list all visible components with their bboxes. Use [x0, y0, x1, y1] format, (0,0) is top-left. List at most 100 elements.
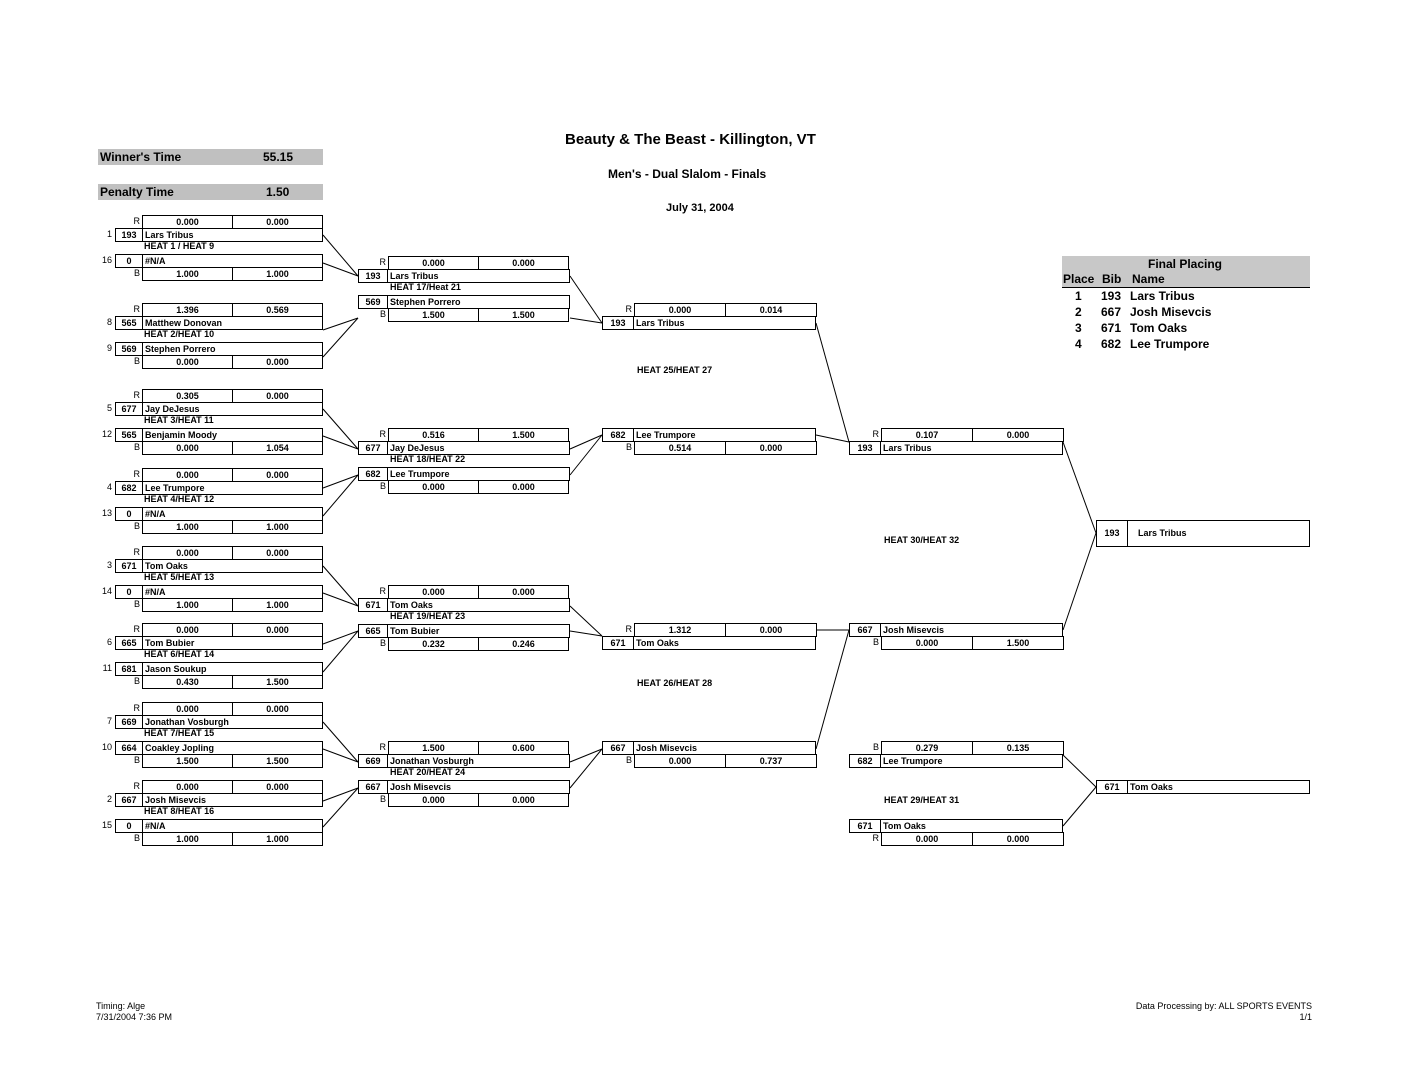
lane-label: B	[133, 442, 140, 452]
name-cell: Lars Tribus	[387, 269, 570, 283]
placing-place: 1	[1075, 289, 1082, 303]
bracket-connector	[322, 317, 359, 331]
seed-number: 10	[101, 742, 112, 752]
lane-label: R	[872, 833, 880, 843]
time-cell-run2: 0.000	[232, 355, 323, 369]
bracket-connector	[1062, 532, 1097, 631]
lane-label: R	[379, 429, 387, 439]
heat-label: HEAT 19/HEAT 23	[390, 611, 466, 621]
time-cell-run2: 1.500	[478, 308, 569, 322]
bracket-connector	[322, 435, 359, 450]
heat-label: HEAT 4/HEAT 12	[144, 494, 215, 504]
name-cell: Jay DeJesus	[142, 402, 323, 416]
lane-label: R	[379, 742, 387, 752]
name-cell: Tom Oaks	[633, 636, 816, 650]
lane-label: B	[133, 676, 140, 686]
lane-label: R	[625, 624, 633, 634]
heat-label: HEAT 20/HEAT 24	[390, 767, 466, 777]
placing-name: Tom Oaks	[1130, 321, 1188, 335]
bracket-connector	[569, 630, 603, 637]
heat-label: HEAT 18/HEAT 22	[390, 454, 466, 464]
final-placing-col-name: Name	[1132, 272, 1165, 286]
seed-number: 5	[106, 403, 112, 413]
bracket-connector	[569, 605, 603, 637]
name-cell: Lars Tribus	[880, 441, 1063, 455]
bib-cell: 193	[849, 441, 881, 455]
winners-time-box: Winner's Time 55.15	[98, 149, 323, 165]
name-cell: Lars Tribus	[142, 228, 323, 242]
lane-label: R	[133, 469, 141, 479]
time-cell-run1: 1.000	[142, 598, 233, 612]
bracket-connector	[569, 434, 603, 450]
champion-bib: 193	[1096, 520, 1128, 547]
time-cell-run2: 1.000	[232, 832, 323, 846]
time-cell-run2: 0.000	[478, 793, 569, 807]
bracket-connector	[1062, 441, 1097, 534]
time-cell-run2: 1.000	[232, 520, 323, 534]
placing-place: 3	[1075, 321, 1082, 335]
final-placing-header: Final Placing Place Bib Name	[1062, 256, 1310, 288]
placing-name: Lars Tribus	[1130, 289, 1195, 303]
lane-label: R	[872, 429, 880, 439]
timing-text: Timing: Alge	[96, 1001, 146, 1011]
heat-label: HEAT 8/HEAT 16	[144, 806, 215, 816]
bib-cell: 682	[602, 428, 634, 442]
lane-label: B	[133, 356, 140, 366]
bib-cell: 565	[115, 316, 143, 330]
bracket-connector	[322, 787, 359, 802]
bracket-connector	[1062, 786, 1097, 827]
lane-label: R	[379, 586, 387, 596]
placing-place: 4	[1075, 337, 1082, 351]
name-cell: Jonathan Vosburgh	[142, 715, 323, 729]
bracket-connector	[322, 630, 359, 673]
time-cell-run2: 0.246	[478, 637, 569, 651]
lane-label: B	[379, 309, 386, 319]
bracket-connector	[815, 629, 850, 750]
bracket-connector	[322, 721, 359, 763]
bracket-connector	[322, 630, 359, 645]
seed-number: 8	[106, 317, 112, 327]
seed-number: 9	[106, 343, 112, 353]
lane-label: R	[133, 216, 141, 226]
bib-cell: 664	[115, 741, 143, 755]
heat-label: HEAT 6/HEAT 14	[144, 649, 215, 659]
seed-number: 12	[101, 429, 112, 439]
page-subtitle: Men's - Dual Slalom - Finals	[608, 167, 767, 181]
lane-label: B	[133, 599, 140, 609]
lane-label: B	[379, 794, 386, 804]
bracket-connector	[322, 592, 359, 607]
name-cell: Josh Misevcis	[142, 793, 323, 807]
time-cell-run1: 1.000	[142, 267, 233, 281]
time-cell-run2: 1.000	[232, 598, 323, 612]
bib-cell: 0	[115, 585, 143, 599]
lane-label: R	[133, 781, 141, 791]
lane-label: B	[133, 521, 140, 531]
lane-label: B	[872, 742, 879, 752]
heat-label: HEAT 30/HEAT 32	[884, 535, 960, 545]
processing-text: Data Processing by: ALL SPORTS EVENTS	[1135, 1001, 1312, 1011]
champion-name: Lars Tribus	[1138, 528, 1187, 538]
bracket-connector	[569, 275, 603, 324]
heat-label: HEAT 2/HEAT 10	[144, 329, 215, 339]
placing-bib: 193	[1101, 289, 1122, 303]
time-cell-run2: 1.500	[972, 636, 1064, 650]
time-cell-run1: 1.500	[388, 308, 479, 322]
name-cell: Tom Oaks	[387, 598, 570, 612]
time-cell-run2: 1.054	[232, 441, 323, 455]
bracket-connector	[322, 748, 359, 763]
timestamp-text: 7/31/2004 7:36 PM	[96, 1012, 173, 1022]
seed-number: 15	[101, 820, 112, 830]
bracket-connector	[322, 474, 359, 489]
time-cell-run1: 1.500	[142, 754, 233, 768]
placing-bib: 682	[1101, 337, 1122, 351]
bib-cell: 193	[602, 316, 634, 330]
bib-cell: 682	[358, 467, 388, 481]
winners-time-value: 55.15	[263, 150, 294, 164]
placing-bib: 671	[1101, 321, 1122, 335]
heat-label: HEAT 17/Heat 21	[390, 282, 461, 292]
time-cell-run2: 1.500	[232, 754, 323, 768]
footer-right: Data Processing by: ALL SPORTS EVENTS 1/…	[1136, 1001, 1312, 1023]
lane-label: B	[133, 755, 140, 765]
time-cell-run2: 1.500	[232, 675, 323, 689]
